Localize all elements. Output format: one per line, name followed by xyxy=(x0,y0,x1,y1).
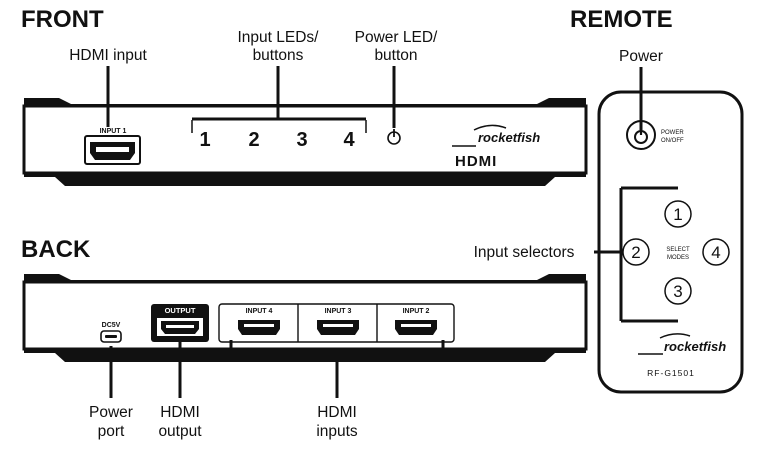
front-brand-logo: rocketfish xyxy=(478,130,540,145)
callout-input-selectors: Input selectors xyxy=(474,244,575,261)
callout-input-leds-2: buttons xyxy=(253,47,304,64)
callout-power-led-2: button xyxy=(374,47,417,64)
remote-power-label-1: POWER xyxy=(661,130,684,136)
callout-hdmi-output-1: HDMI xyxy=(160,404,200,421)
front-hdmi-input-port: INPUT 1 xyxy=(84,128,141,165)
callout-hdmi-input: HDMI input xyxy=(69,47,147,64)
callout-input-leds-1: Input LEDs/ xyxy=(238,29,320,46)
led-number-1: 1 xyxy=(199,129,210,151)
input-led-buttons: 1 2 3 4 xyxy=(191,120,367,151)
front-power-button xyxy=(387,129,401,145)
callout-power-port-2: port xyxy=(98,423,125,440)
remote-button-1: 1 xyxy=(673,205,682,224)
hdmi-output-port: OUTPUT xyxy=(151,304,209,342)
front-branding: rocketfish HDMI xyxy=(452,124,540,170)
back-heading: BACK xyxy=(21,236,91,263)
remote-power-label-2: ON/OFF xyxy=(661,138,684,144)
hdmi-input-ports: INPUT 4 INPUT 3 INPUT 2 xyxy=(218,303,455,343)
dc-power-port: DC5V xyxy=(100,322,122,343)
input-2-label: INPUT 2 xyxy=(403,308,430,315)
front-hdmi-logo: HDMI xyxy=(455,153,497,170)
remote-button-4: 4 xyxy=(711,243,720,262)
output-label: OUTPUT xyxy=(165,306,196,315)
front-callouts: HDMI input Input LEDs/ buttons Power LED… xyxy=(69,29,438,128)
select-modes-label-1: SELECT xyxy=(666,247,690,253)
led-number-2: 2 xyxy=(248,129,259,151)
callout-power-led-1: Power LED/ xyxy=(355,29,438,46)
callout-hdmi-inputs-2: inputs xyxy=(316,423,358,440)
dc-label: DC5V xyxy=(102,322,121,329)
remote-heading: REMOTE xyxy=(570,6,673,33)
front-heading: FRONT xyxy=(21,6,104,33)
remote-callouts: Power Input selectors xyxy=(474,48,678,323)
input-3-label: INPUT 3 xyxy=(325,308,352,315)
remote-branding: rocketfish RF-G1501 xyxy=(638,333,726,378)
callout-hdmi-inputs-1: HDMI xyxy=(317,404,357,421)
callout-hdmi-output-2: output xyxy=(158,423,202,440)
callout-power-port-1: Power xyxy=(89,404,133,421)
callout-remote-power: Power xyxy=(619,48,663,65)
led-number-3: 3 xyxy=(296,129,307,151)
back-callouts: Power port HDMI output HDMI inputs xyxy=(89,340,445,440)
input-4-label: INPUT 4 xyxy=(246,308,273,315)
select-modes-label-2: MODES xyxy=(667,255,689,261)
remote-brand-logo: rocketfish xyxy=(664,339,726,354)
front-port-label: INPUT 1 xyxy=(100,128,127,135)
remote-button-2: 2 xyxy=(631,243,640,262)
remote-power-button: POWER ON/OFF xyxy=(626,120,684,150)
led-number-4: 4 xyxy=(343,129,355,151)
remote-button-3: 3 xyxy=(673,282,682,301)
remote-control xyxy=(597,90,744,394)
remote-selector-buttons: 1 2 3 4 SELECT MODES xyxy=(622,200,730,305)
remote-model: RF-G1501 xyxy=(647,368,695,378)
